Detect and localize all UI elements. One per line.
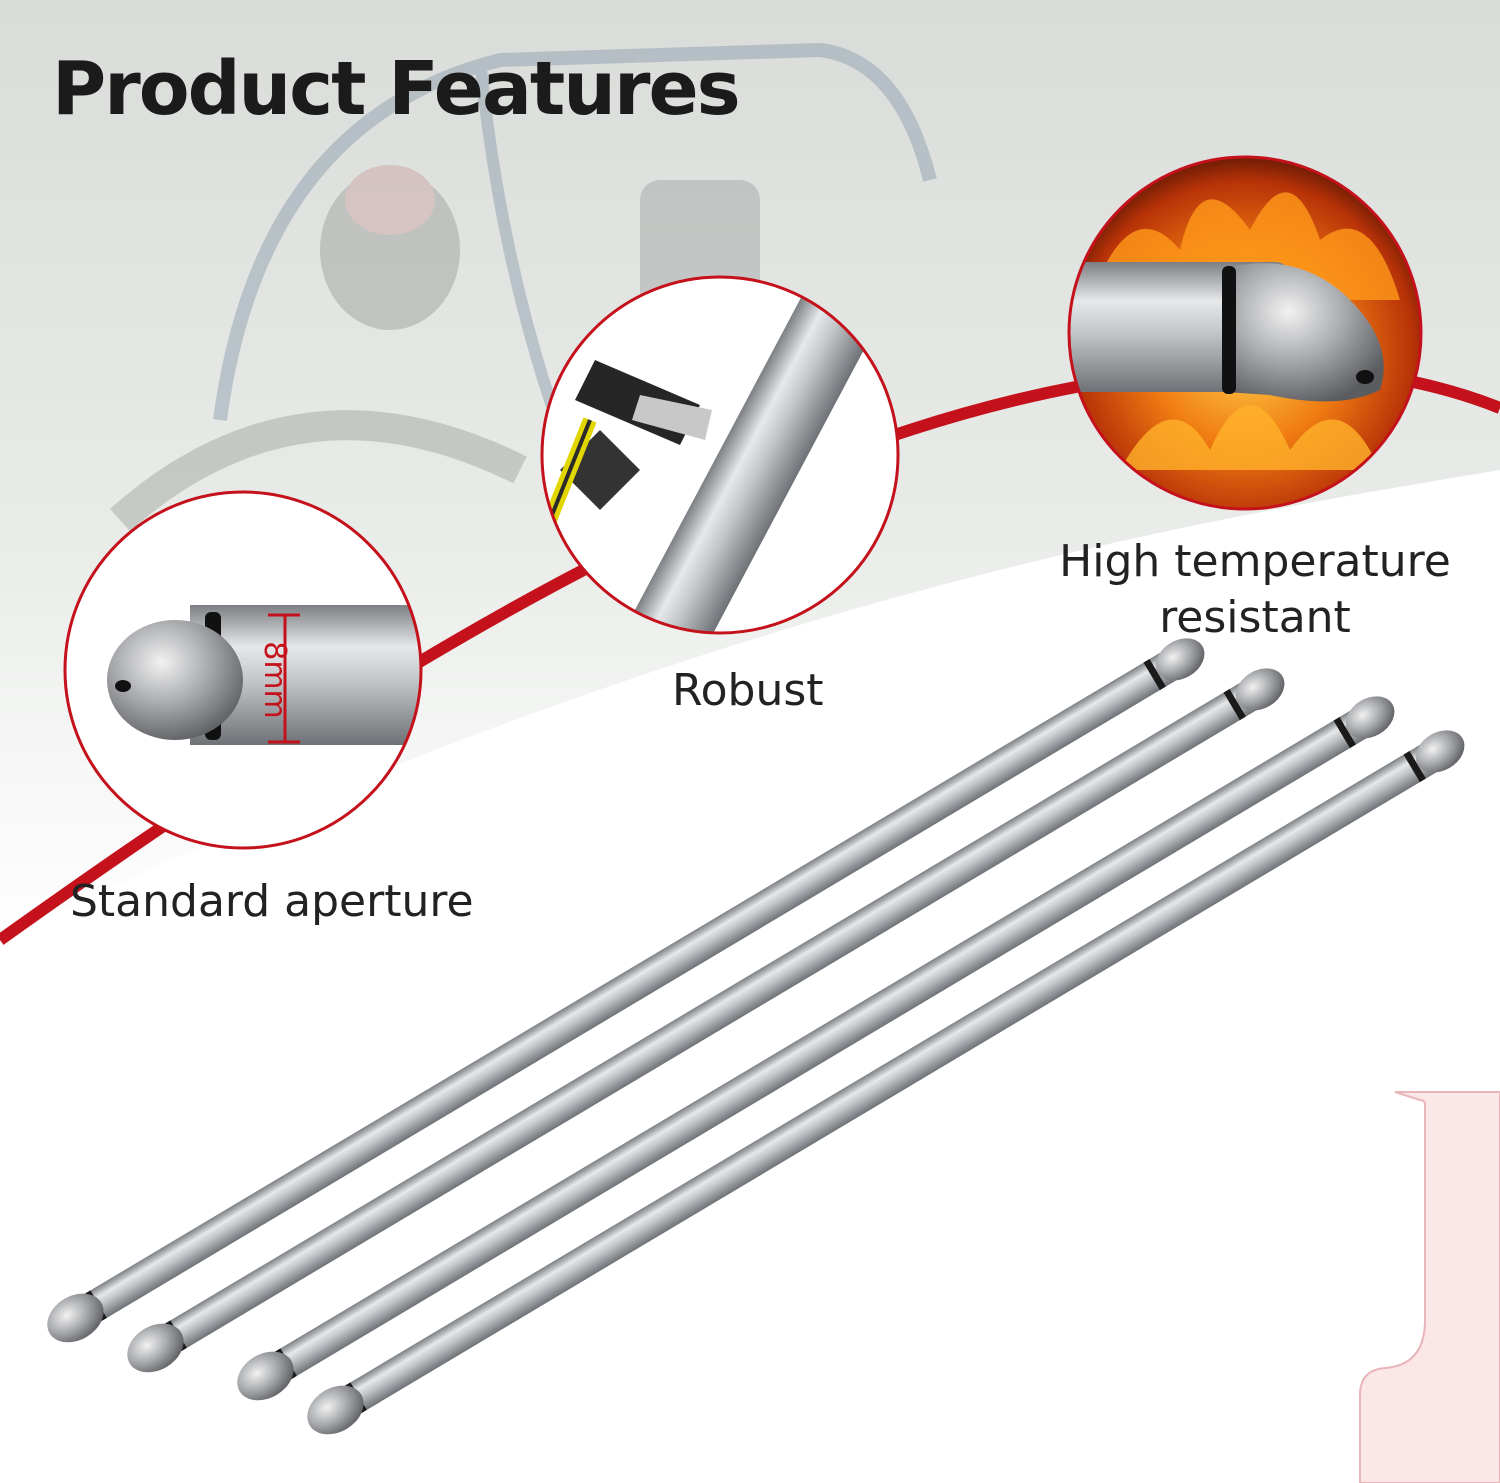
flame-icon [1069,192,1400,470]
feature-caption-heat-line2: resistant [1159,592,1351,643]
pushrod-2 [127,668,1285,1373]
pushrod-1 [47,638,1205,1343]
feature-caption-robust: Robust [672,665,824,716]
feature-caption-heat-line1: High temperature [1059,536,1451,587]
tip-aperture-icon: 8mm [107,605,421,745]
page-title: Product Features [52,46,741,132]
pushrod-3 [237,696,1395,1401]
pushrod-4 [307,730,1465,1435]
robust-detail-circle [540,275,900,635]
hammer-icon [543,360,712,523]
heat-detail-circle [1067,155,1423,511]
aperture-detail-circle: 8mm [63,490,423,850]
feature-caption-heat: High temperature resistant [1055,534,1455,646]
corner-decoration [1359,1091,1500,1483]
aperture-size-label: 8mm [257,641,292,719]
pushrod-set [47,638,1465,1435]
feature-caption-aperture: Standard aperture [70,876,474,927]
